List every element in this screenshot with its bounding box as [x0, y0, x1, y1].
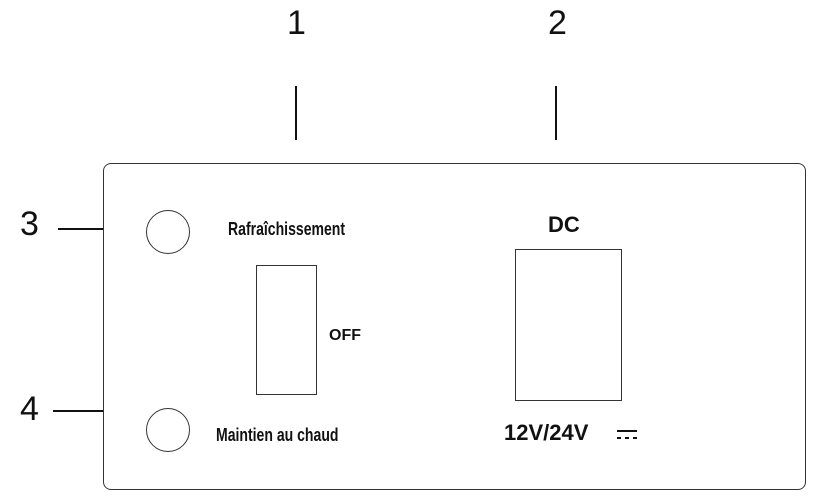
callout-number-1: 1: [287, 4, 306, 42]
leader-line-3: [58, 228, 122, 230]
dc-voltage-label: 12V/24V: [504, 420, 589, 445]
dc-current-symbol-icon: [617, 430, 637, 439]
callout-number-3: 3: [20, 205, 39, 243]
callout-number-2: 2: [548, 4, 567, 42]
leader-line-1: [295, 86, 297, 140]
dc-title: DC: [548, 212, 580, 237]
leader-line-2: [555, 86, 557, 140]
keep-warm-label: Maintien au chaud: [216, 425, 339, 445]
control-panel: [103, 163, 806, 490]
switch-off-label: OFF: [329, 327, 361, 344]
leader-line-4: [53, 410, 125, 412]
cooling-indicator-light: [146, 210, 190, 254]
keep-warm-indicator-light: [146, 408, 190, 452]
cooling-label: Rafraîchissement: [228, 219, 346, 239]
dc-power-socket[interactable]: [515, 249, 622, 401]
callout-number-4: 4: [20, 390, 39, 428]
mode-rocker-switch[interactable]: [256, 265, 317, 395]
